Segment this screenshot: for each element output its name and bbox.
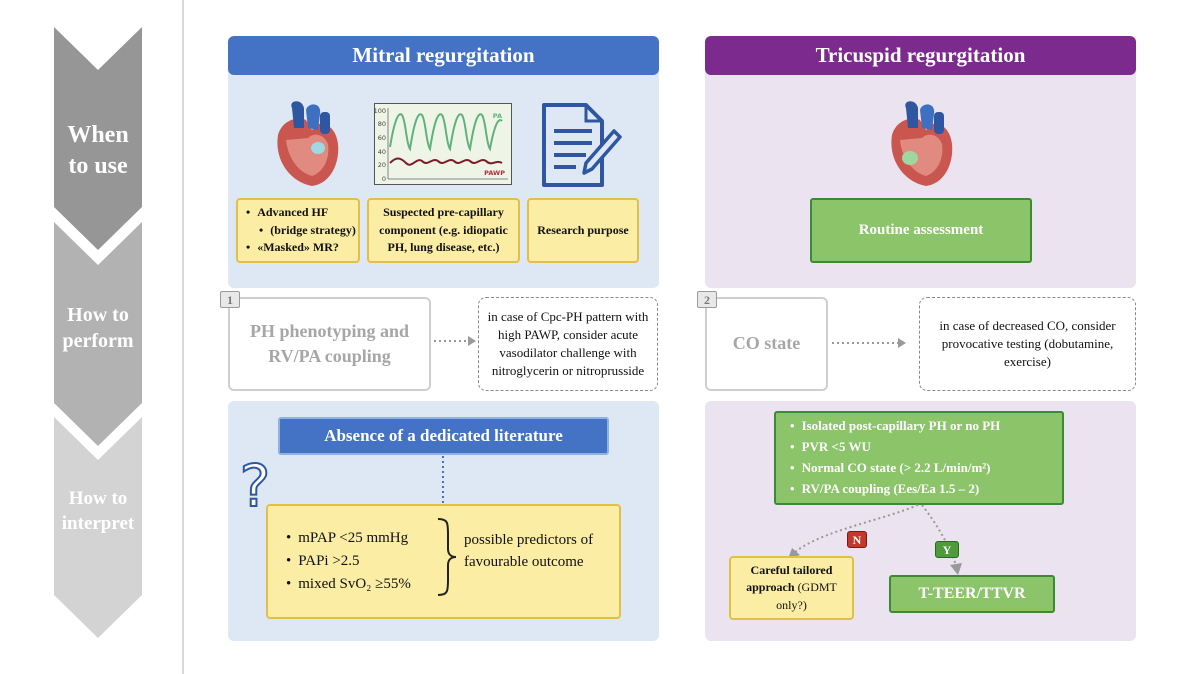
tricuspid-perform-box: CO state — [705, 297, 828, 391]
chevron-when-to-use — [54, 27, 142, 250]
literature-banner: Absence of a dedicated literature — [278, 417, 609, 455]
chart-tick-80: 80 — [378, 120, 386, 128]
chart-tick-40: 40 — [378, 148, 386, 156]
tricuspid-perform-note: in case of decreased CO, consider provoc… — [919, 297, 1136, 391]
tricuspid-indication-routine: Routine assessment — [810, 198, 1032, 263]
chart-tick-0: 0 — [382, 175, 386, 183]
dotted-arrow — [434, 336, 476, 346]
no-tag: N — [847, 531, 867, 548]
step-chevrons — [54, 27, 142, 638]
step-label-interpret: How to interpret — [61, 488, 135, 534]
no-outcome-rest: (GDMT only?) — [776, 580, 837, 612]
connector-dotted — [442, 456, 444, 504]
criteria-item: Isolated post-capillary PH or no PH — [801, 418, 1001, 434]
pressure-chart-icon: 100 80 60 40 20 0 PA PAWP — [374, 103, 512, 185]
step-label-when: When to use — [67, 122, 129, 180]
heart-icon — [891, 101, 953, 186]
mitral-perform-box: PH phenotyping and RV/PA coupling — [228, 297, 431, 391]
step-number-2: 2 — [697, 291, 717, 308]
predictors-note: possible predictors of favourable outcom… — [464, 532, 594, 570]
mitral-indication-pre-capillary: Suspected pre-capillary component (e.g. … — [367, 198, 520, 263]
mitral-title: Mitral regurgitation — [228, 36, 659, 75]
predictor-item: PAPi >2.5 — [298, 552, 360, 569]
mitral-indication-research: Research purpose — [527, 198, 639, 263]
dotted-arrow — [832, 338, 906, 348]
no-outcome-box: Careful tailored approach (GDMT only?) — [729, 556, 854, 620]
criteria-item: PVR <5 WU — [801, 439, 871, 455]
chart-tick-100: 100 — [374, 107, 386, 115]
predictor-item: mPAP <25 mmHg — [298, 529, 409, 546]
tricuspid-criteria-box: Isolated post-capillary PH or no PH PVR … — [774, 411, 1064, 505]
divider-line — [182, 0, 184, 674]
criteria-item: Normal CO state (> 2.2 L/min/m²) — [801, 460, 991, 475]
chart-pawp-label: PAWP — [484, 169, 505, 177]
indication-line: «Masked» MR? — [257, 240, 339, 255]
indication-line: (bridge strategy) — [270, 222, 356, 237]
predictors-box: mPAP <25 mmHg PAPi >2.5 mixed SvO₂ ≥55% — [266, 504, 621, 619]
tricuspid-title: Tricuspid regurgitation — [705, 36, 1136, 75]
heart-icon — [277, 101, 339, 186]
indication-line: Advanced HF — [257, 205, 329, 220]
right-brace — [437, 518, 457, 596]
yes-outcome-box: T-TEER/TTVR — [889, 575, 1055, 613]
chart-pa-label: PA — [493, 112, 502, 120]
no-outcome-bold: Careful tailored approach — [746, 562, 833, 595]
chart-tick-60: 60 — [378, 134, 386, 142]
chevron-how-to-perform — [54, 222, 142, 446]
predictor-item: mixed SvO₂ ≥55% — [298, 576, 411, 593]
document-pen-icon — [542, 103, 622, 187]
chart-tick-20: 20 — [378, 161, 386, 169]
yes-tag: Y — [935, 541, 959, 558]
chevron-how-to-interpret — [54, 417, 142, 638]
mitral-indication-advanced-hf: Advanced HF (bridge strategy) «Masked» M… — [236, 198, 360, 263]
step-label-perform: How to perform — [62, 304, 134, 352]
question-mark-icon: ? — [239, 452, 272, 520]
step-number-1: 1 — [220, 291, 240, 308]
criteria-item: RV/PA coupling (Ees/Ea 1.5 – 2) — [801, 480, 980, 496]
mitral-perform-note: in case of Cpc-PH pattern with high PAWP… — [478, 297, 658, 391]
